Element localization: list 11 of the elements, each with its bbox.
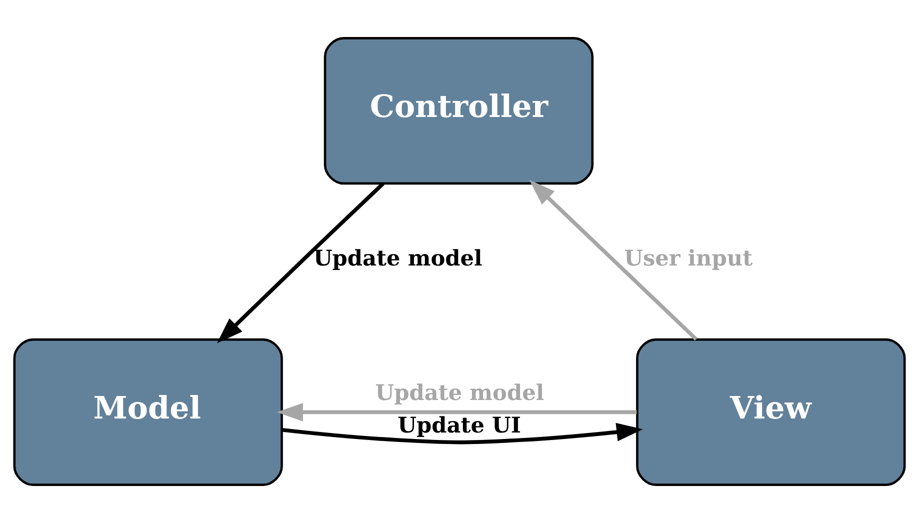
edge-label: User input bbox=[624, 246, 753, 272]
edge-label: Update model bbox=[375, 380, 544, 406]
node-box: Controller bbox=[324, 36, 594, 184]
edge-label: Update UI bbox=[398, 413, 522, 438]
node-box: View bbox=[636, 338, 906, 486]
arrow bbox=[282, 422, 643, 444]
node-box: Model bbox=[13, 338, 283, 486]
arrow bbox=[276, 402, 637, 421]
arrow bbox=[529, 179, 698, 340]
edge-label: Update model bbox=[313, 246, 482, 272]
arrow bbox=[216, 182, 384, 343]
